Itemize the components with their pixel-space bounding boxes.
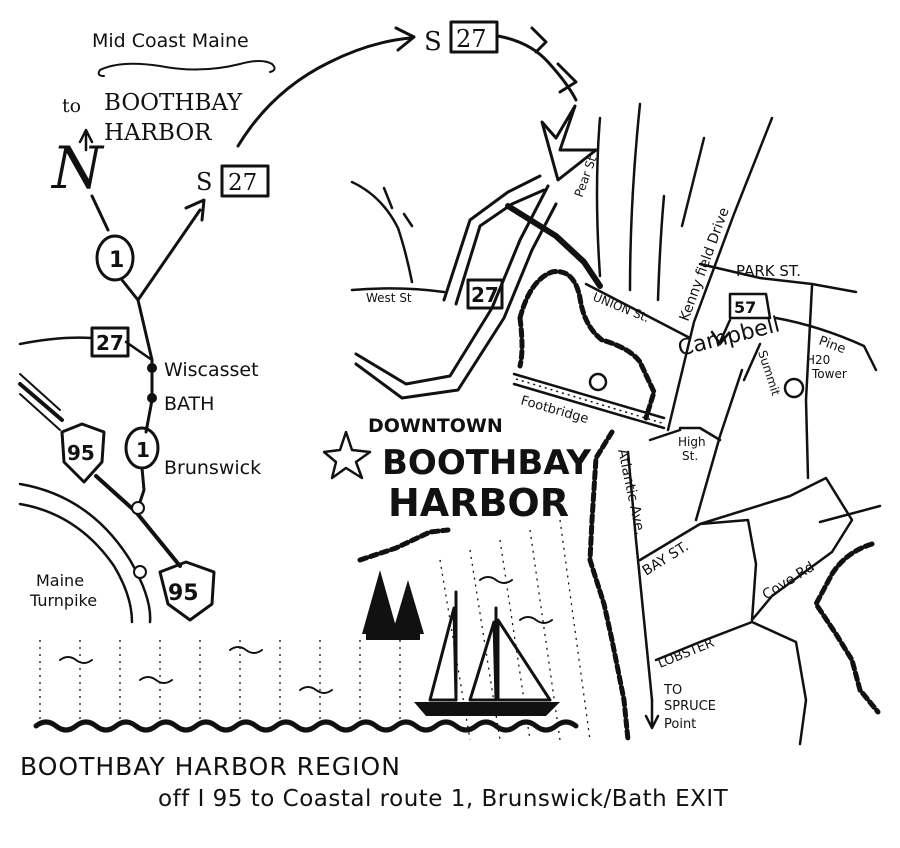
maine-turnpike-label-2: Turnpike [29,591,97,610]
map-caption-title: BOOTHBAY HARBOR REGION [20,752,401,781]
region-label: Mid Coast Maine [92,30,249,52]
northern-streets [595,102,706,302]
pear-st-bold-road [505,203,603,289]
kenny-field-drive [666,116,774,432]
campbell-road [694,342,762,522]
harbor-shoreline-north [517,269,657,421]
water-ripples [59,576,553,694]
pine-st [774,316,878,372]
harbor-marker-icon [588,372,608,392]
route1-shield-lower-icon: 1 [124,426,160,470]
west-harbor-shoreline [357,527,451,563]
svg-text:1: 1 [109,248,124,273]
atlantic-shoreline [587,429,631,743]
west-st-label: West St [366,291,412,305]
s27-shield-upper-icon: S 27 [424,20,499,57]
harbor-label: HARBOR [388,481,569,525]
west-st [350,287,446,294]
route27-shield-town-icon: 27 [466,278,504,310]
brunswick-label: Brunswick [164,457,261,479]
high-st [648,426,722,442]
spruce-point-arrow [644,698,660,730]
schooner-sailboat-icon [414,590,560,716]
east-shoreline [813,541,881,715]
wiscasset-dot [147,363,157,373]
svg-text:27: 27 [96,331,124,355]
arrow-to-s27-lower [136,198,206,302]
route27-town-road-inner [442,174,546,306]
spruce-label-1: TO [663,683,682,698]
pear-st-label: Pear St [572,154,600,199]
map-caption-subtitle: off I 95 to Coastal route 1, Brunswick/B… [158,786,729,812]
destination-line2: HARBOR [104,120,212,146]
lobster-label: LOBSTER [656,636,716,672]
north-arrow-icon: N [50,128,105,202]
route1-north-segment [90,194,110,232]
atlantic-ave [626,450,654,702]
svg-text:27: 27 [228,170,257,196]
union-st [584,282,692,340]
summit-edge-road [804,284,814,480]
s27-shield-lower-icon: S 27 [196,164,270,198]
atlantic-ave-label: Atlantic Ave. [614,448,648,537]
downtown-label: DOWNTOWN [368,415,503,437]
svg-text:57: 57 [734,298,756,317]
destination-line1: BOOTHBAY [104,90,243,116]
h2o-tower-label-1: H20 [806,353,830,367]
boothbay-label: BOOTHBAY [382,443,591,483]
maine-turnpike-road [18,482,152,624]
west-st-branch [350,180,414,284]
park-st-label: PARK ST. [736,262,801,280]
footbridge [512,372,666,430]
wiscasset-label: Wiscasset [164,359,259,381]
svg-text:1: 1 [136,438,150,462]
svg-text:S: S [196,168,212,196]
route27-shield-west-icon: 27 [90,326,130,358]
bay-st-block [638,476,854,622]
maine-turnpike-label-1: Maine [36,571,84,590]
arrow-to-s27-upper [236,26,416,148]
turnpike-junction-dot [131,501,145,515]
i95-shield-upper-icon: 95 [60,422,106,484]
h2o-tower-label-2: Tower [811,367,847,381]
svg-text:S: S [424,27,442,57]
i95-shield-lower-icon: 95 [158,560,216,622]
bath-dot [147,393,157,403]
route57-shield-icon: 57 [728,292,772,320]
east-road [818,504,882,524]
lobster-road [654,620,808,746]
to-label: to [62,95,81,117]
union-st-label: UNION St. [591,290,652,325]
shore-wave-line [33,719,579,733]
big-arrow-into-town [540,104,598,182]
route1-shield-upper-icon: 1 [95,234,135,282]
h2o-tower-icon [783,377,805,399]
title-flourish [97,60,276,77]
arrow-curve-down [496,26,578,102]
spruce-label-2: SPRUCE [664,699,716,714]
i95-highway [18,382,182,568]
bath-label: BATH [164,393,214,415]
high-st-label-2: St. [682,449,698,463]
svg-text:N: N [50,134,105,202]
svg-text:27: 27 [456,25,487,53]
park-st [698,262,858,294]
footbridge-deck [515,378,663,424]
i95-shoulders [19,373,61,431]
svg-text:95: 95 [168,581,199,606]
spruce-label-3: Point [664,717,696,732]
pine-trees-icon [362,570,424,640]
route57-arrow [710,318,732,346]
downtown-star-icon [322,430,372,480]
high-st-label-1: High [678,435,706,449]
svg-text:95: 95 [67,441,95,465]
summit-label: Summit [755,349,783,398]
cove-rd-label: Cove Rd [760,559,818,603]
turnpike-exit-dot [133,565,147,579]
route27-west-road [18,336,154,362]
svg-text:27: 27 [471,283,499,307]
route27-town-road [354,184,558,400]
